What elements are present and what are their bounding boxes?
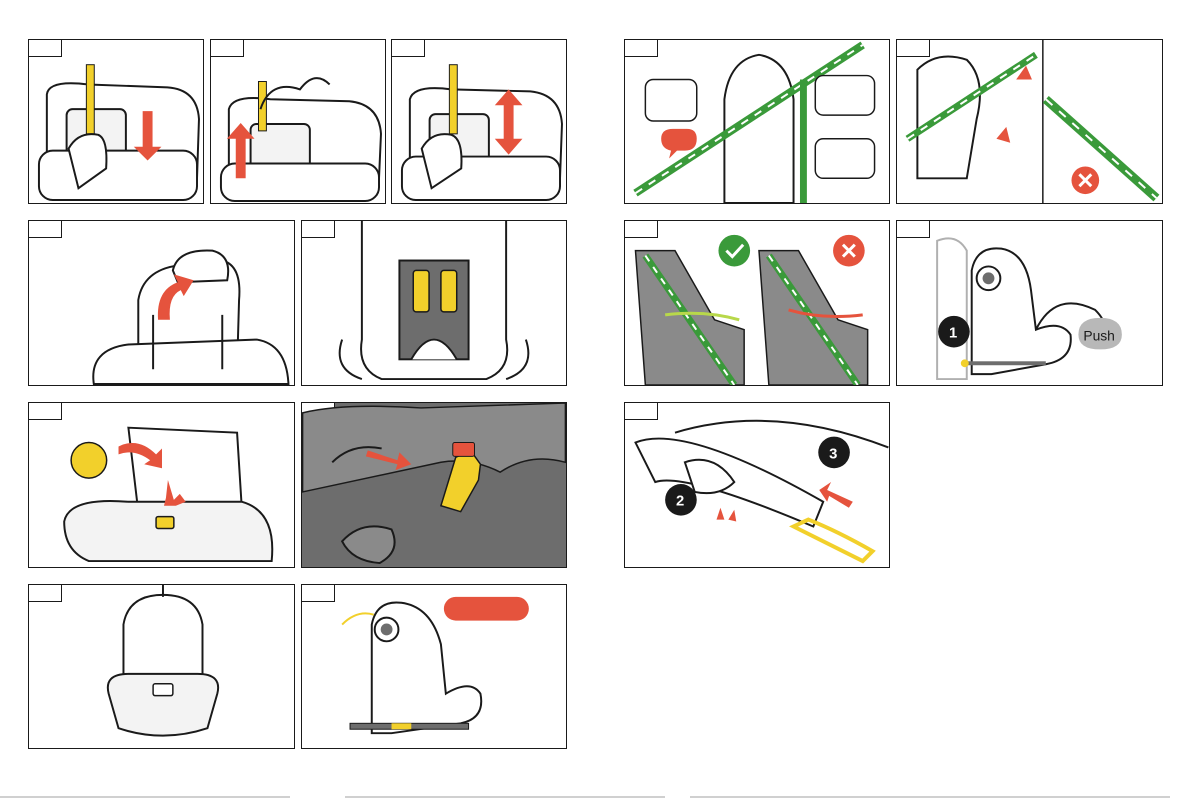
panel-headrest-lower	[28, 39, 204, 204]
illustration-seat-connector	[302, 403, 566, 567]
illustration-seat-front-view	[29, 585, 294, 748]
panel-seat-front-view	[28, 584, 295, 749]
panel-seat-connector	[301, 402, 567, 568]
arrow-up-left-icon	[996, 127, 1010, 143]
illustration-store-part	[29, 403, 294, 567]
step-number-label: 3	[829, 446, 837, 462]
panel-isofix-connectors	[301, 220, 567, 386]
illustration-headrest-lower	[29, 40, 203, 203]
panel-backrest-fold	[28, 220, 295, 386]
illustration-belt-wrong	[897, 40, 1162, 203]
illustration-belt-comparison	[625, 221, 889, 385]
illustration-push-seat: Push 1	[897, 221, 1162, 385]
illustration-backrest-fold	[29, 221, 294, 385]
arrow-left-icon	[819, 482, 853, 508]
illustration-isofix-connectors	[302, 221, 566, 385]
illustration-isofix-release: 3 2	[625, 403, 889, 567]
panel-belt-routing	[624, 39, 890, 204]
panel-store-part	[28, 402, 295, 568]
panel-headrest-adjust	[391, 39, 567, 204]
panel-belt-wrong	[896, 39, 1163, 204]
illustration-headrest-adjust	[392, 40, 566, 203]
panel-seat-side-view	[301, 584, 567, 749]
illustration-belt-routing	[625, 40, 889, 203]
step-number-label: 1	[949, 326, 957, 342]
footer-strip	[0, 786, 1192, 795]
step-number-label: 2	[676, 494, 684, 510]
push-label: Push	[1083, 328, 1115, 344]
illustration-seat-side-view	[302, 585, 566, 748]
warning-banner	[444, 597, 529, 621]
panel-push-seat: Push 1	[896, 220, 1163, 386]
checkmark-icon	[718, 235, 750, 267]
click-mark-icon	[716, 508, 736, 522]
panel-headrest-raise	[210, 39, 386, 204]
illustration-headrest-raise	[211, 40, 385, 203]
panel-belt-comparison	[624, 220, 890, 386]
panel-isofix-release: 3 2	[624, 402, 890, 568]
